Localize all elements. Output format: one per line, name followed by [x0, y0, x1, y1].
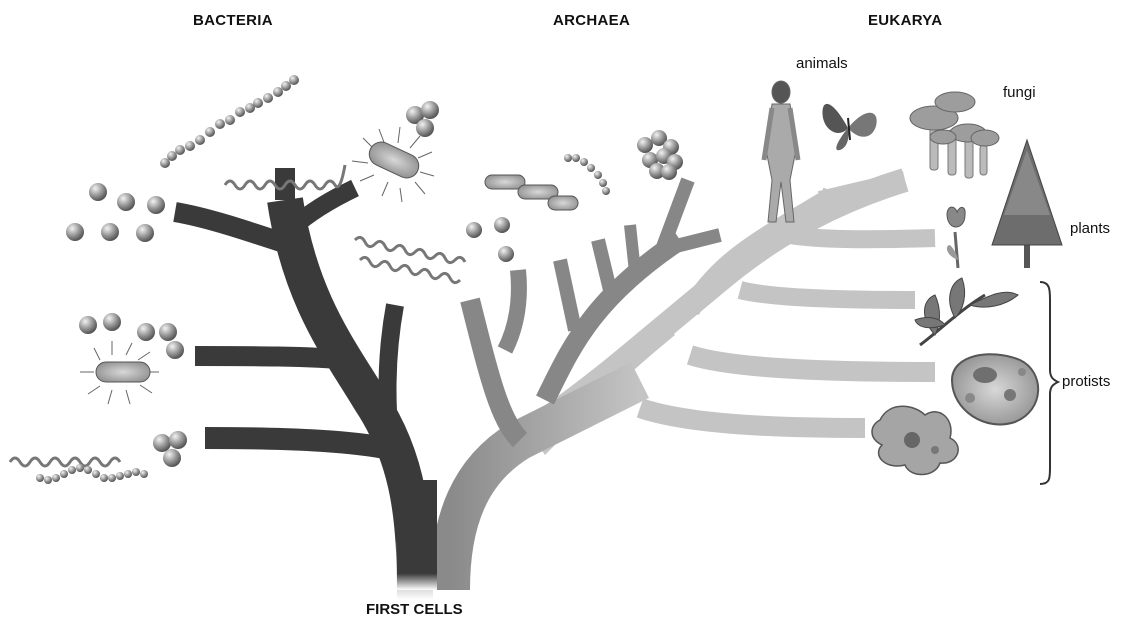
protists-label: protists — [1062, 373, 1110, 390]
spirochete-icon — [10, 458, 120, 466]
chain-coccus-icon — [160, 75, 299, 168]
butterfly-icon — [822, 104, 876, 150]
coccus-cluster-icon — [153, 431, 187, 467]
bacteria-label: BACTERIA — [193, 12, 273, 29]
plants-label: plants — [1070, 220, 1110, 237]
spirochete-icon — [355, 237, 465, 282]
archaea-cluster-icon — [637, 130, 683, 180]
mushroom-cluster-icon — [910, 92, 999, 178]
chain-coccus-icon — [36, 464, 148, 484]
conifer-tree-icon — [992, 140, 1062, 268]
coccus-cluster-icon — [79, 313, 184, 359]
archaea-label: ARCHAEA — [553, 12, 630, 29]
fungi-label: fungi — [1003, 84, 1036, 101]
bacteria-branches — [175, 168, 415, 600]
archaea-rod-chain-icon — [485, 175, 578, 210]
amoeba-icon — [872, 406, 958, 474]
tulip-icon — [947, 207, 965, 268]
eukarya-label: EUKARYA — [868, 12, 942, 29]
seaweed-icon — [915, 278, 1018, 345]
flagellated-bacillus-icon — [352, 127, 434, 202]
coccus-cluster-icon — [466, 217, 514, 262]
coccus-cluster-icon — [406, 101, 439, 137]
animals-label: animals — [796, 55, 848, 72]
flagellated-bacillus-icon — [80, 341, 159, 404]
chain-coccus-icon — [564, 154, 610, 195]
tree-trunk — [397, 480, 437, 590]
coccus-cluster-icon — [66, 183, 165, 242]
human-figure-icon — [764, 81, 798, 222]
paramecium-icon — [952, 354, 1038, 424]
protists-brace — [1040, 282, 1058, 484]
first-cells-label: FIRST CELLS — [366, 601, 463, 618]
